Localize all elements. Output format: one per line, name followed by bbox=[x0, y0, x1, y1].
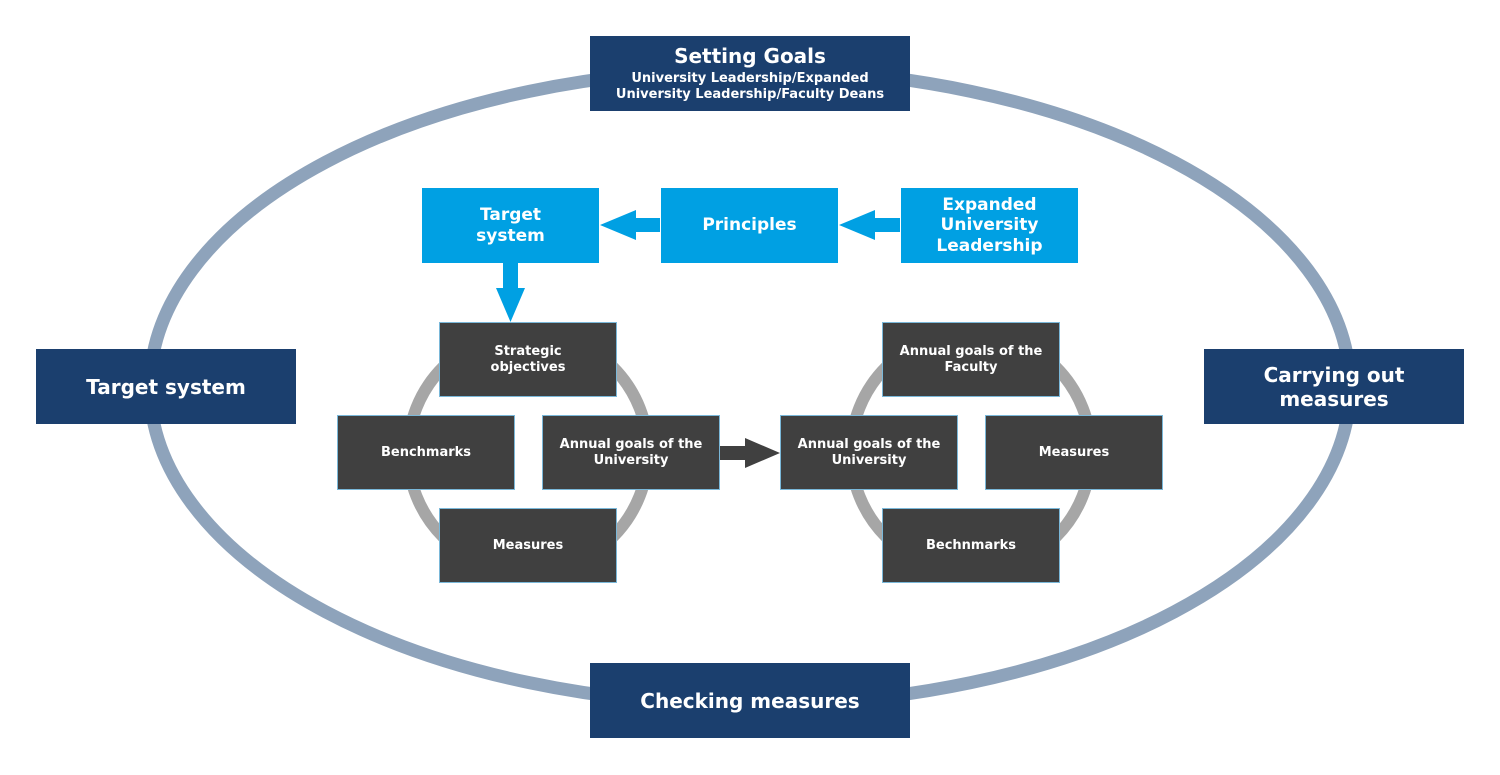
annual-goals-university-line2: University bbox=[593, 452, 669, 468]
faculty-annual-goals-university-box: Annual goals of the University bbox=[780, 415, 958, 490]
target-system-top-line2: system bbox=[476, 225, 545, 246]
faculty-annual-goals-university-line1: Annual goals of the bbox=[797, 436, 941, 452]
outer-cycle-ring bbox=[143, 62, 1357, 712]
faculty-measures-label: Measures bbox=[1038, 444, 1110, 460]
carrying-out-measures-line1: Carrying out bbox=[1263, 362, 1405, 387]
carrying-out-measures-box: Carrying out measures bbox=[1204, 349, 1464, 424]
setting-goals-box: Setting Goals University Leadership/Expa… bbox=[590, 36, 910, 111]
annual-goals-university-line1: Annual goals of the bbox=[559, 436, 703, 452]
target-system-top-line1: Target bbox=[479, 205, 542, 226]
strategic-objectives-box: Strategic objectives bbox=[439, 322, 617, 397]
annual-goals-university-box: Annual goals of the University bbox=[542, 415, 720, 490]
setting-goals-subtitle-line1: University Leadership/Expanded bbox=[631, 71, 869, 87]
checking-measures-box: Checking measures bbox=[590, 663, 910, 738]
checking-measures-label: Checking measures bbox=[640, 688, 860, 713]
principles-label: Principles bbox=[702, 215, 797, 236]
university-measures-label: Measures bbox=[492, 537, 564, 553]
arrow-principles-to-target bbox=[600, 210, 660, 240]
university-benchmarks-label: Benchmarks bbox=[380, 444, 472, 460]
faculty-annual-goals-university-line2: University bbox=[831, 452, 907, 468]
faculty-measures-box: Measures bbox=[985, 415, 1163, 490]
arrow-university-to-faculty bbox=[719, 438, 780, 468]
setting-goals-title: Setting Goals bbox=[674, 44, 826, 69]
target-system-box: Target system bbox=[36, 349, 296, 424]
target-system-top-box: Target system bbox=[422, 188, 599, 263]
principles-box: Principles bbox=[661, 188, 838, 263]
arrow-target-down bbox=[496, 262, 525, 322]
strategic-objectives-line2: objectives bbox=[490, 359, 566, 375]
university-measures-box: Measures bbox=[439, 508, 617, 583]
annual-goals-faculty-line2: Faculty bbox=[944, 359, 998, 375]
faculty-benchmarks-box: Bechnmarks bbox=[882, 508, 1060, 583]
expanded-line3: Leadership bbox=[936, 235, 1043, 256]
faculty-benchmarks-label: Bechnmarks bbox=[925, 537, 1017, 553]
university-benchmarks-box: Benchmarks bbox=[337, 415, 515, 490]
expanded-line1: Expanded bbox=[942, 194, 1037, 215]
carrying-out-measures-line2: measures bbox=[1279, 386, 1389, 411]
expanded-line2: University bbox=[940, 215, 1039, 236]
setting-goals-subtitle-line2: University Leadership/Faculty Deans bbox=[615, 87, 885, 102]
annual-goals-faculty-line1: Annual goals of the bbox=[899, 343, 1043, 359]
strategic-objectives-line1: Strategic bbox=[494, 343, 562, 359]
expanded-university-leadership-box: Expanded University Leadership bbox=[901, 188, 1078, 263]
arrow-expanded-to-principles bbox=[839, 210, 900, 240]
target-system-label: Target system bbox=[86, 374, 246, 399]
annual-goals-faculty-box: Annual goals of the Faculty bbox=[882, 322, 1060, 397]
